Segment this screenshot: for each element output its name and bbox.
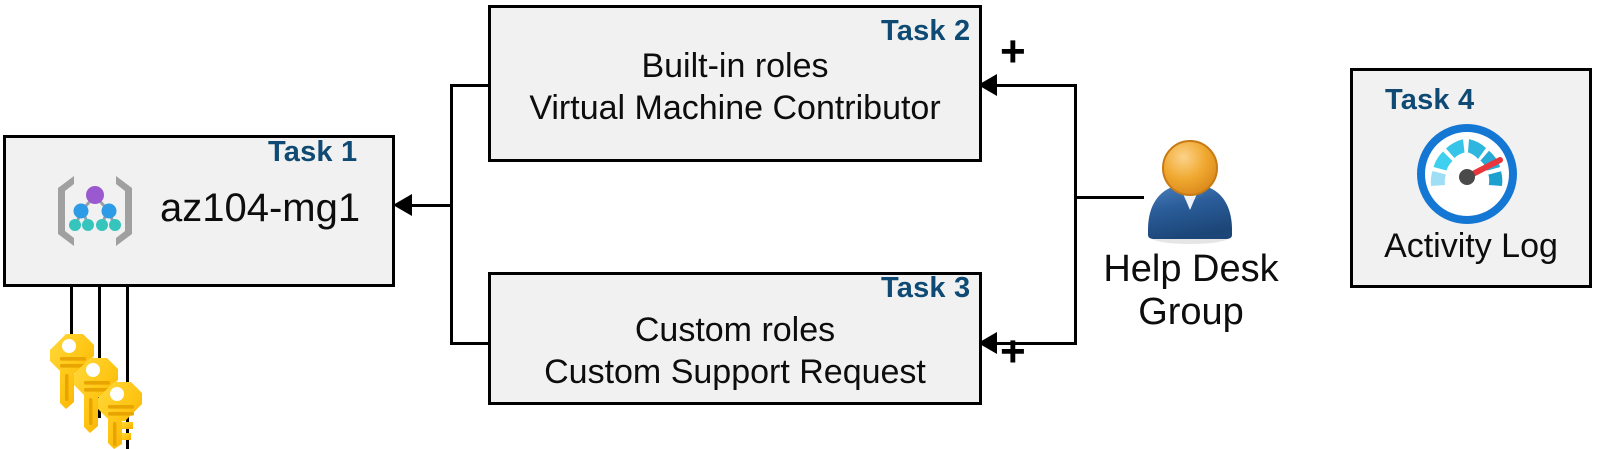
connector-key-2-line [98,258,101,418]
connector-to-task2-line [995,84,1075,87]
help-desk-group-line-2: Group [1138,290,1244,333]
task-2-line-1: Built-in roles [641,47,829,85]
connector-to-task3-line [995,342,1075,345]
task-3-line-2: Custom Support Request [544,353,926,391]
task-3-line-1: Custom roles [634,311,836,349]
arrow-into-task3 [978,332,997,354]
task-4-title: Activity Log [1384,227,1558,265]
connector-task2-left-stub [450,84,490,87]
connector-key-1-line [70,258,73,388]
task-3-box[interactable]: Custom roles Custom Support Request [488,272,982,405]
task-2-line-2: Virtual Machine Contributor [529,89,941,127]
plus-sign-task-3: + [1000,327,1026,376]
user-group-icon [1148,140,1232,244]
task-2-label: Task 2 [881,15,971,47]
activity-log-gauge-icon [1417,124,1517,224]
arrow-into-task1 [393,194,412,216]
connector-roles-junction-vertical [450,84,453,345]
connector-helpdesk-stub [1074,196,1144,199]
keys-icon [50,334,142,449]
help-desk-group-line-1: Help Desk [1103,248,1279,290]
plus-sign-task-2: + [1000,27,1026,76]
task-2-box[interactable]: Built-in roles Virtual Machine Contribut… [488,5,982,162]
connector-key-3-line [126,270,129,449]
connector-to-task1-line [412,204,452,207]
task-1-box[interactable] [3,135,395,287]
management-group-icon [58,176,132,246]
connector-helpdesk-trunk [1074,84,1077,345]
connector-task3-left-stub [450,342,490,345]
help-desk-group-label: Help Desk Group [1078,248,1304,333]
task-1-label: Task 1 [268,136,358,168]
arrow-into-task2 [978,74,997,96]
task-4-label: Task 4 [1385,84,1475,116]
task-1-title: az104-mg1 [160,186,361,230]
task-3-label: Task 3 [881,272,971,304]
